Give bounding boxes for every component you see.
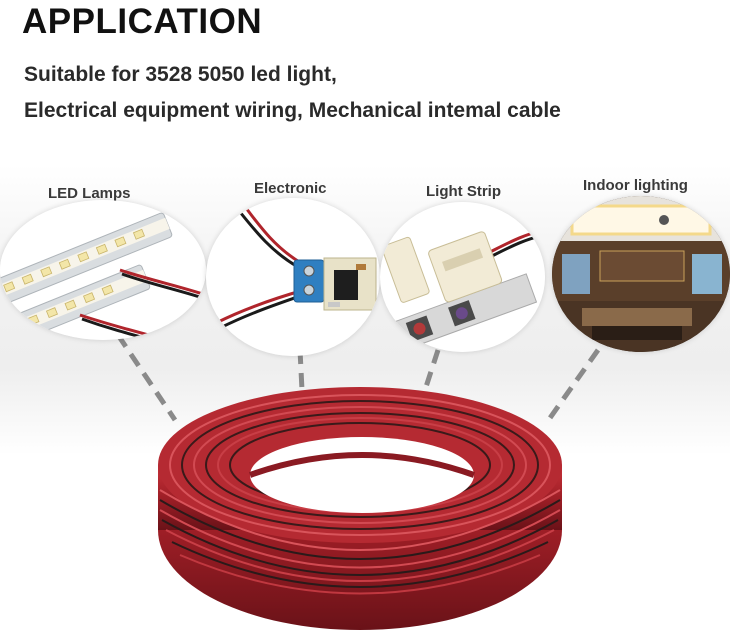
- app-label-electronic: Electronic: [254, 180, 327, 197]
- electronic-board-image: [206, 198, 380, 356]
- cable-coil-image: [150, 380, 570, 635]
- page-title: APPLICATION: [22, 2, 263, 41]
- app-label-led-lamps: LED Lamps: [48, 185, 131, 202]
- connector-line-light-strip: [422, 349, 441, 391]
- led-lamps-image: [0, 200, 206, 340]
- connector-line-electronic: [297, 349, 305, 391]
- connector-line-led-lamps: [115, 333, 178, 422]
- app-label-light-strip: Light Strip: [426, 183, 501, 200]
- light-strip-connector-image: [380, 202, 545, 352]
- app-label-indoor-lighting: Indoor lighting: [583, 177, 688, 194]
- connector-line-indoor-lighting: [542, 348, 601, 427]
- description-line-1: Suitable for 3528 5050 led light,: [24, 63, 337, 86]
- indoor-lighting-room-image: [552, 196, 730, 352]
- description-line-2: Electrical equipment wiring, Mechanical …: [24, 99, 561, 122]
